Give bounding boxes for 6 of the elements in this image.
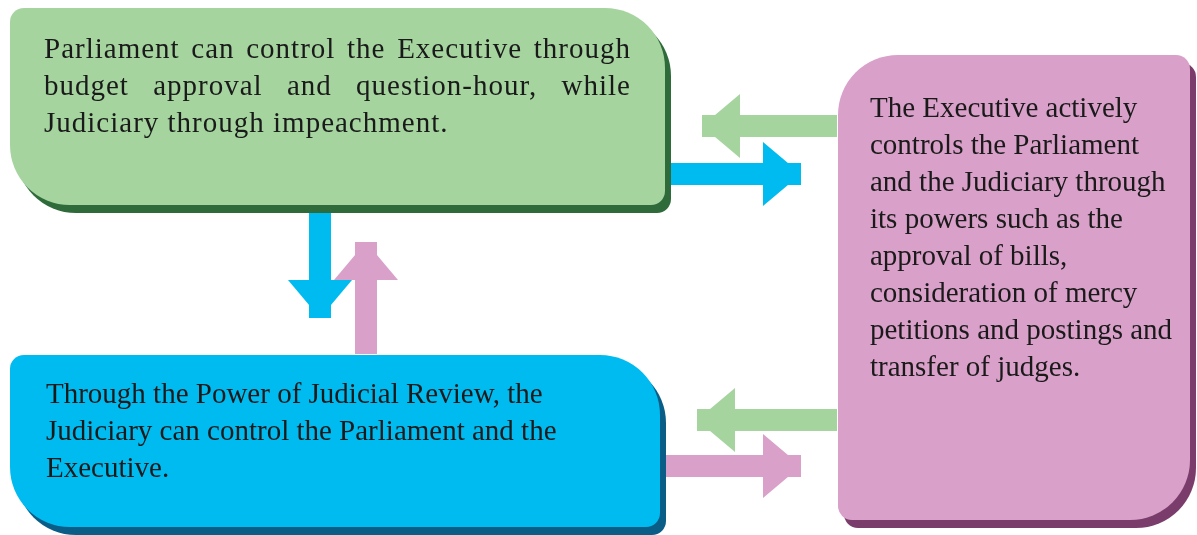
block-arrow (334, 242, 398, 354)
box-text: Parliament can control the Executive through budget approval and question-hour, while Judiciary through impeachment. (44, 31, 631, 140)
block-arrow (702, 94, 837, 158)
box-text: Through the Power of Judicial Review, the Judiciary can control the Parliament and the Executive. (46, 376, 558, 485)
block-arrow (697, 388, 837, 452)
box-text: The Executive actively controls the Parliament and the Judiciary through its powers such as the approval of bills, consideration of mercy petitions and postings and transfer of judges. (870, 90, 1174, 384)
